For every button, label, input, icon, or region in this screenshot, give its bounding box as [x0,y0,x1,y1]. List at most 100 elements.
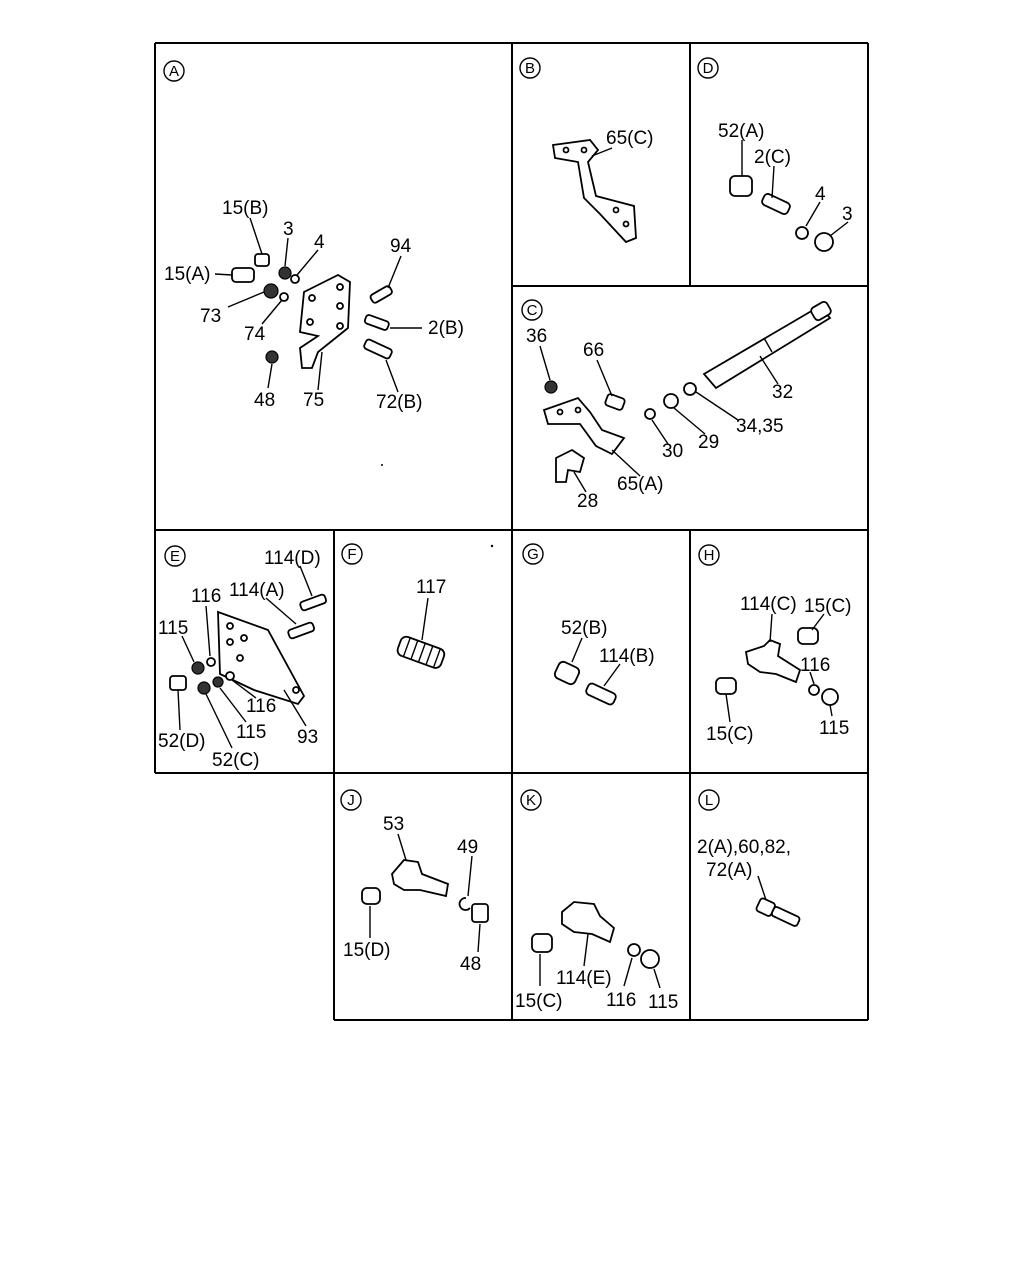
panel-letter-e: E [164,545,186,567]
connector-2a [755,897,801,927]
tee-53 [391,859,450,898]
svg-text:72(B): 72(B) [376,392,422,413]
fitting-15c-left [715,677,737,695]
fitting-15c-top [797,627,819,645]
washer-116-b [225,671,235,681]
svg-text:93: 93 [297,727,318,748]
svg-text:65(C): 65(C) [606,128,654,149]
connector-114d [299,593,327,612]
svg-text:32: 32 [772,382,793,403]
tee-114e [561,901,616,944]
svg-text:15(D): 15(D) [343,940,391,961]
svg-text:15(C): 15(C) [804,596,852,617]
svg-text:116: 116 [606,990,636,1011]
bracket-65c [551,139,637,244]
panel-letter-l: L [698,789,720,811]
svg-text:E: E [170,548,180,565]
bolt-66 [604,393,626,411]
svg-text:K: K [526,792,536,809]
svg-text:28: 28 [577,491,598,512]
washer-4 [290,274,300,284]
panel-e: 114(D) 116 114(A) 115 116 115 52(D) 52(C… [158,548,327,771]
svg-text:15(C): 15(C) [515,991,563,1012]
clip-30 [644,408,656,420]
svg-text:115: 115 [648,992,678,1013]
fitting-52a [729,175,753,197]
clip-49 [458,897,471,911]
svg-text:114(E): 114(E) [556,968,612,989]
stray-dot [490,544,494,548]
washer-29 [663,393,679,409]
nut-73 [263,283,279,299]
svg-text:G: G [527,546,539,563]
svg-text:15(B): 15(B) [222,198,268,219]
connector-94 [369,285,393,304]
connector-114a [287,621,315,640]
panel-g: 52(B) 114(B) [553,618,655,706]
fitting-117 [396,635,446,669]
panel-j: 53 49 15(D) 48 [343,814,489,975]
svg-text:116: 116 [800,655,830,676]
svg-text:2(A),60,82,: 2(A),60,82, [697,837,791,858]
svg-text:117: 117 [416,577,446,598]
svg-text:72(A): 72(A) [706,860,752,881]
panel-letter-k: K [520,789,542,811]
fitting-15a [231,267,255,283]
washer-34-35 [683,382,697,396]
hose-end-fitting [810,301,832,321]
panel-letter-a: A [163,60,185,82]
svg-text:4: 4 [314,232,325,253]
svg-text:49: 49 [457,837,478,858]
svg-text:L: L [705,792,713,809]
fitting-52b [553,660,581,686]
nut-52c [197,681,211,695]
svg-text:4: 4 [815,184,826,205]
panel-h: 114(C) 15(C) 116 15(C) 115 [706,594,852,745]
connector-2b [363,314,390,331]
svg-text:H: H [704,547,715,564]
panel-l: 2(A),60,82, 72(A) [697,837,801,927]
svg-text:D: D [703,60,714,77]
svg-text:3: 3 [283,219,294,240]
svg-text:15(A): 15(A) [164,264,210,285]
elbow-28 [555,448,586,483]
stray-dot [381,464,383,466]
plate-93 [217,610,306,706]
connector-2c [761,193,791,215]
svg-text:52(C): 52(C) [212,750,260,771]
svg-text:116: 116 [191,586,221,607]
svg-text:52(B): 52(B) [561,618,607,639]
svg-text:B: B [525,60,535,77]
bracket-65a [542,396,626,456]
grid-frame [154,42,869,1021]
svg-text:115: 115 [158,618,188,639]
svg-text:94: 94 [390,236,412,257]
svg-text:115: 115 [236,722,266,743]
svg-text:53: 53 [383,814,404,835]
svg-text:114(C): 114(C) [740,594,797,615]
fitting-15d [361,887,381,905]
svg-text:15(C): 15(C) [706,724,754,745]
panel-letter-b: B [519,57,541,79]
svg-text:J: J [347,792,355,809]
svg-text:73: 73 [200,306,221,327]
panel-letter-j: J [340,789,362,811]
nut-3-d [814,232,834,252]
panel-a: 15(B) 3 4 94 15(A) 73 74 2(B) 48 75 72(B… [164,198,464,413]
svg-text:C: C [527,302,538,319]
svg-text:36: 36 [526,326,547,347]
panel-letter-g: G [522,543,544,565]
panel-b: 65(C) [551,128,654,244]
washer-116-h [808,684,820,696]
svg-text:A: A [169,63,179,80]
svg-text:75: 75 [303,390,324,411]
connector-72b [363,338,393,360]
fitting-52d [169,675,187,691]
nut-115-b [212,676,224,688]
svg-text:114(D): 114(D) [264,548,321,569]
nut-115 [191,661,205,675]
panel-k: 114(E) 15(C) 116 115 [515,901,678,1013]
washer-116 [206,657,216,667]
hose-32 [702,304,832,390]
